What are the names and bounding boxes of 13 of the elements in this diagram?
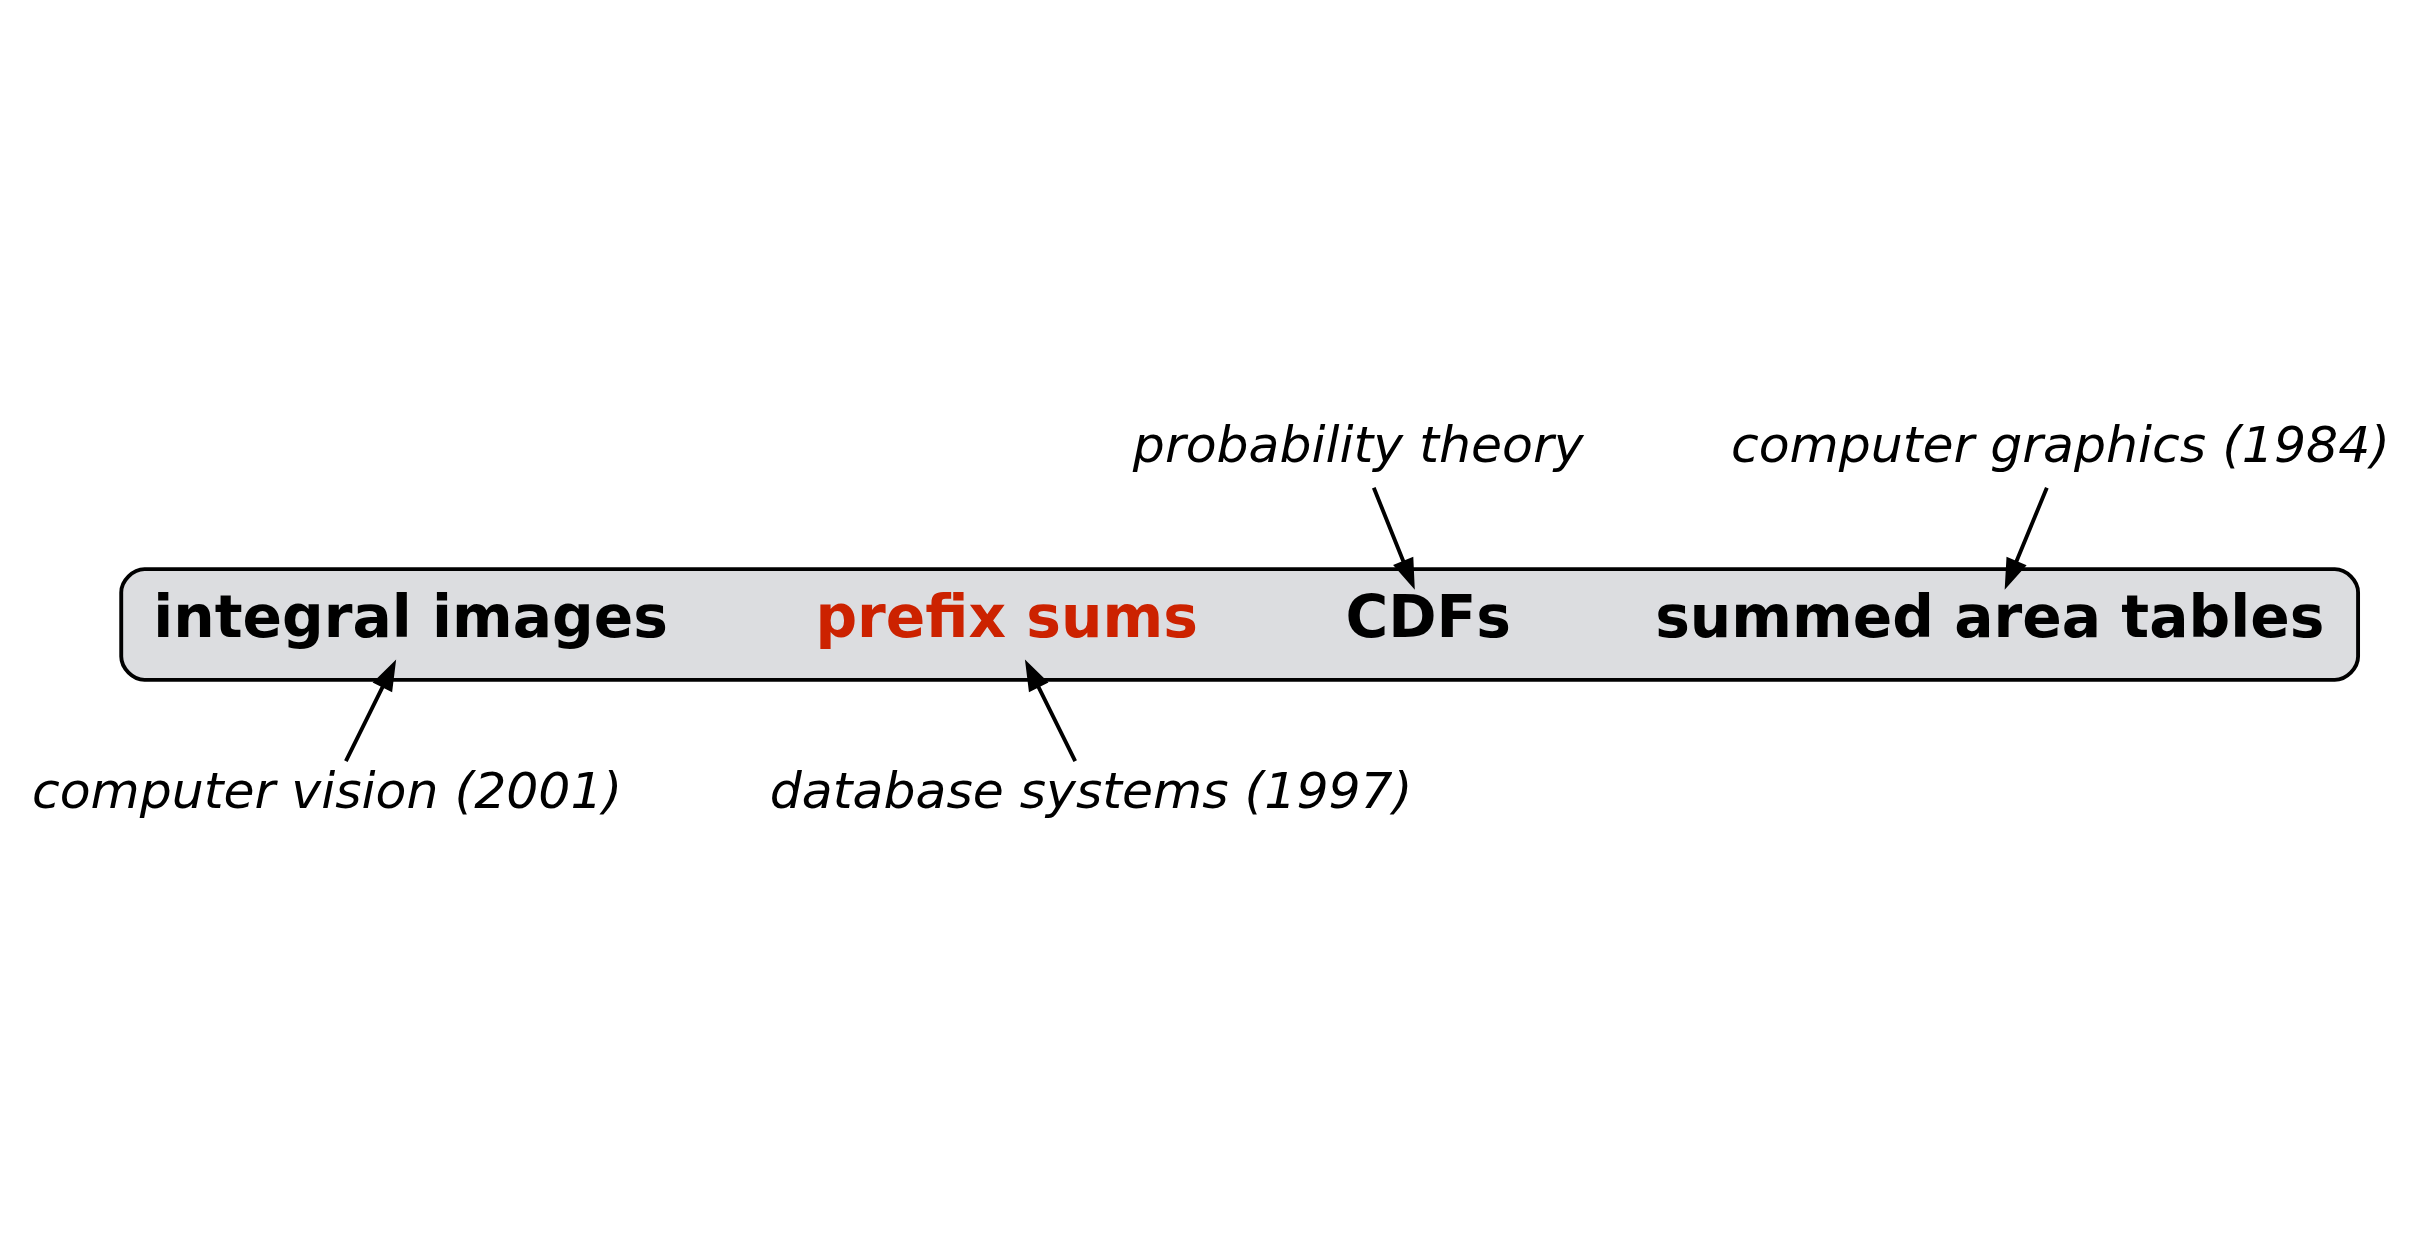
- node-text: prefix sums: [815, 583, 1198, 652]
- arrow: [1372, 487, 1415, 590]
- node-text: probability theory: [1132, 414, 1584, 474]
- node-text: computer graphics (1984): [1730, 414, 2391, 474]
- node-text: database systems (1997): [769, 760, 1413, 820]
- cluster: [119, 567, 2360, 682]
- arrow: [2004, 487, 2049, 590]
- arrow: [1024, 659, 1077, 763]
- node-text: integral images: [153, 583, 668, 652]
- node-text: summed area tables: [1655, 583, 2325, 652]
- node-text: CDFs: [1345, 583, 1512, 652]
- node-text: computer vision (2001): [31, 760, 623, 820]
- arrow: [344, 659, 397, 763]
